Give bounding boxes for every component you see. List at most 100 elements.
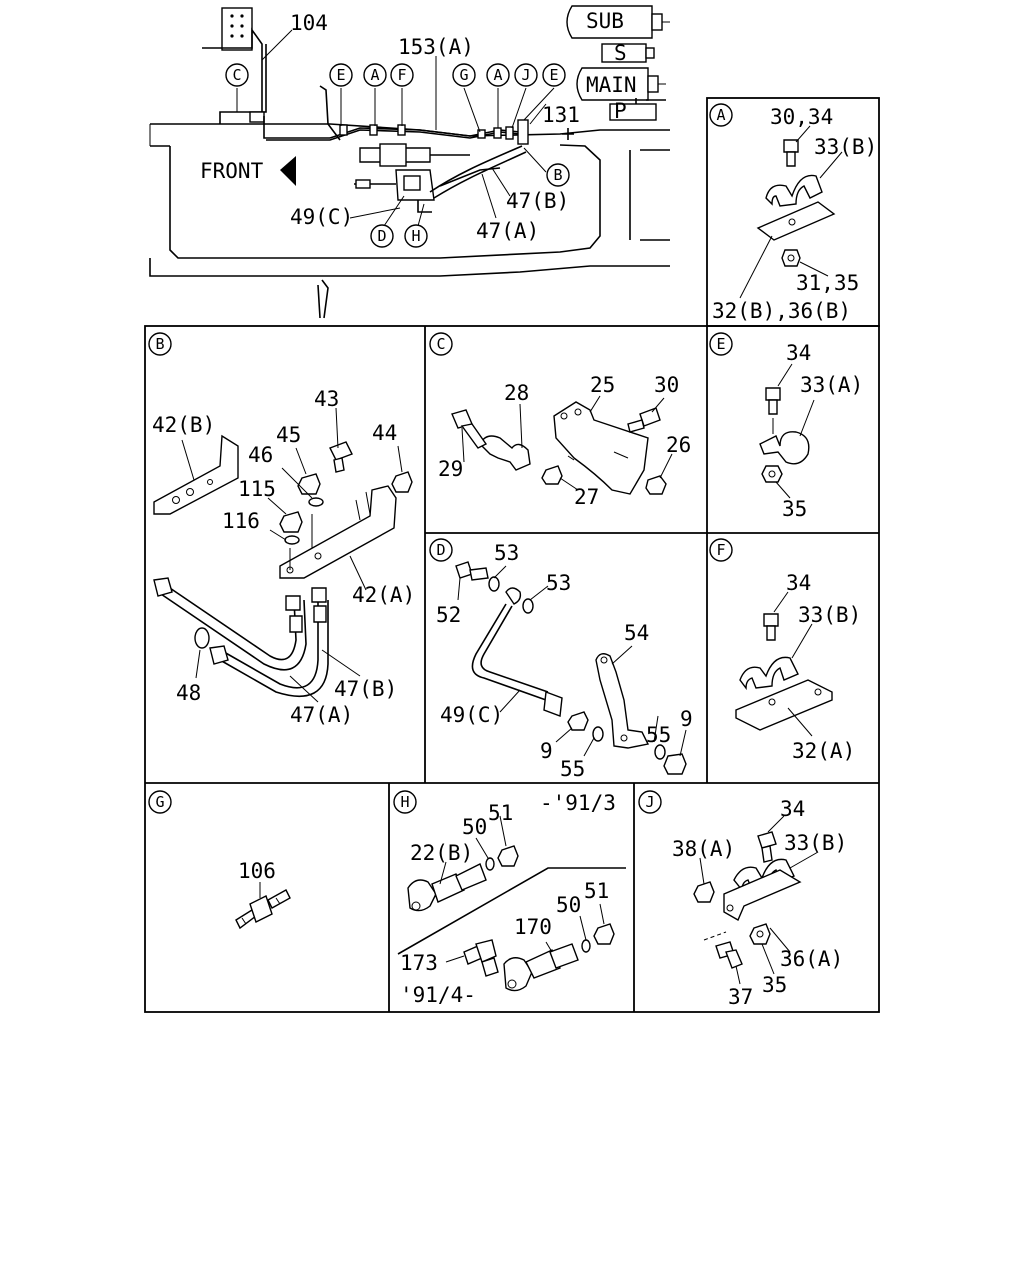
label-37: 37 [728,985,753,1009]
svg-text:F: F [716,541,725,559]
svg-text:F: F [397,66,406,84]
svg-text:J: J [645,793,654,811]
main-tank-icon [576,67,649,101]
label-42a: 42(A) [352,583,415,607]
label-36a: 36(A) [780,947,843,971]
front-label: FRONT [200,159,264,183]
svg-text:E: E [336,66,345,84]
date-lower: '91/4- [400,983,476,1007]
svg-text:A: A [493,66,502,84]
svg-text:B: B [155,335,164,353]
tank-s-label: S [614,41,627,65]
panel-borders [144,97,880,1013]
detail-e-id: E [709,332,733,356]
detail-f: F 34 33(B) 32(A) [709,538,861,763]
label-54: 54 [624,621,649,645]
circle-ref-d: D [370,224,394,248]
label-53b: 53 [546,571,571,595]
label-9b: 9 [540,739,553,763]
label-33b: 33(B) [798,603,861,627]
label-47b: 47(B) [506,189,569,213]
circle-ref-e1: E [329,63,353,87]
detail-h-id: H [393,790,417,814]
svg-text:E: E [549,66,558,84]
label-30-34: 30,34 [770,105,833,129]
svg-text:E: E [716,335,725,353]
label-33b: 33(B) [814,135,877,159]
label-46: 46 [248,443,273,467]
detail-c-id: C [429,332,453,356]
circle-ref-h: H [404,224,428,248]
label-25: 25 [590,373,615,397]
label-33b: 33(B) [784,831,847,855]
svg-text:A: A [716,106,725,124]
detail-j-id: J [638,790,662,814]
svg-text:J: J [521,66,530,84]
label-43: 43 [314,387,339,411]
svg-text:H: H [400,793,409,811]
label-9a: 9 [680,707,693,731]
svg-text:C: C [436,335,445,353]
svg-text:G: G [155,793,164,811]
label-27: 27 [574,485,599,509]
circle-ref-a2: A [486,63,510,87]
label-47b: 47(B) [334,677,397,701]
label-50a: 50 [462,815,487,839]
label-173: 173 [400,951,438,975]
detail-b: B [148,332,415,727]
label-34: 34 [780,797,805,821]
svg-text:C: C [232,66,241,84]
label-35: 35 [762,973,787,997]
circle-ref-j: J [514,63,538,87]
svg-text:D: D [377,227,386,245]
label-34: 34 [786,571,811,595]
date-upper: -'91/3 [540,791,616,815]
label-32b-36b: 32(B),36(B) [712,299,851,323]
detail-a-id: A [709,103,733,127]
label-49c: 49(C) [440,703,503,727]
label-55a: 55 [646,723,671,747]
label-48: 48 [176,681,201,705]
label-52: 52 [436,603,461,627]
detail-c: C 28 25 30 26 29 27 [429,332,691,509]
main-view: C E A F G A J E B D H FRONT 104 153(A) 1… [149,5,670,319]
circle-ref-c: C [225,63,249,87]
grid-border [144,325,880,1013]
label-28: 28 [504,381,529,405]
label-47a: 47(A) [290,703,353,727]
label-55b: 55 [560,757,585,781]
svg-text:H: H [411,227,420,245]
label-104: 104 [290,11,328,35]
svg-text:A: A [370,66,379,84]
label-47a: 47(A) [476,219,539,243]
circle-ref-g: G [452,63,476,87]
label-53a: 53 [494,541,519,565]
detail-g-id: G [148,790,172,814]
detail-b-id: B [148,332,172,356]
label-51b: 51 [584,879,609,903]
svg-text:G: G [459,66,468,84]
sub-tank-icon [566,5,653,39]
detail-a: A 30,34 33(B) 31,35 32(B),36(B) [709,103,877,323]
detail-e: E 34 33(A) 35 [709,332,863,521]
label-22b: 22(B) [410,841,473,865]
tank-p-label: P [614,99,627,123]
label-44: 44 [372,421,397,445]
svg-text:D: D [436,541,445,559]
detail-h: H -'91/3 51 50 22(B) 170 50 51 17 [393,790,626,1007]
tank-sub-label: SUB [586,9,624,33]
label-131: 131 [542,103,580,127]
detail-g: G 106 [148,790,291,930]
detail-d: D 53 53 52 54 49(C) 55 9 [429,538,693,781]
detail-f-id: F [709,538,733,562]
circle-ref-a1: A [363,63,387,87]
detail-d-id: D [429,538,453,562]
label-38a: 38(A) [672,837,735,861]
label-45: 45 [276,423,301,447]
label-30: 30 [654,373,679,397]
label-51a: 51 [488,801,513,825]
label-153a: 153(A) [398,35,474,59]
label-116: 116 [222,509,260,533]
svg-text:B: B [553,166,562,184]
